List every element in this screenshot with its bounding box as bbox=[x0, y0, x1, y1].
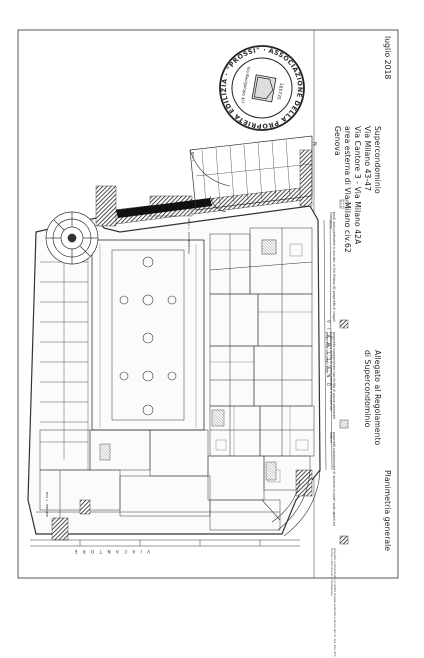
title-line-4: area esterna di Via Milano civ.62 bbox=[343, 126, 352, 253]
legend-swatch-hatch bbox=[339, 319, 349, 329]
plan-date: luglio 2018 bbox=[383, 36, 392, 80]
upper-label: BOX 1 bbox=[191, 152, 195, 162]
drawing-frame bbox=[17, 29, 399, 579]
building-footprint bbox=[27, 205, 321, 535]
curved-entrance bbox=[261, 469, 321, 537]
legend-swatch-dots bbox=[339, 199, 349, 209]
area-label: AREA 1 - AUTORIMESSA bbox=[187, 218, 191, 254]
plan-name: Planimetria generale bbox=[383, 470, 392, 552]
legend-swatch-black bbox=[339, 535, 349, 545]
title-line-5: Genova bbox=[333, 126, 342, 156]
street-via-cantore: V I A C A N T O R E bbox=[72, 549, 150, 554]
corner-label: BOX 1 - IMPIANTI bbox=[45, 492, 49, 518]
title-line-2: Via Milano 43-47 bbox=[363, 126, 372, 192]
title-line-1: Supercondominio bbox=[373, 126, 382, 194]
legend-swatch-fine bbox=[339, 419, 349, 429]
site-plan-drawing: ASSOCIAZIONE DELLA PROPRIETÀ EDILIZIA · … bbox=[17, 29, 399, 579]
street-frontage bbox=[30, 539, 300, 547]
spiral-ramp bbox=[45, 211, 99, 265]
north-label: N bbox=[311, 142, 317, 146]
legend-item-4: proprietà condominiale con diritto di pa… bbox=[330, 548, 336, 658]
upper-parking-area bbox=[189, 135, 313, 213]
association-stamp: ASSOCIAZIONE DELLA PROPRIETÀ EDILIZIA · … bbox=[213, 39, 310, 136]
parking-bays-left bbox=[40, 240, 89, 470]
stamp-id-text: 165735 bbox=[275, 82, 284, 100]
legend-item-1: posti auto pertinenti a uso abc di Via M… bbox=[328, 212, 336, 322]
column-row bbox=[119, 256, 177, 416]
via-milano-frontage bbox=[323, 219, 333, 471]
stair-symbols bbox=[99, 239, 277, 481]
street-via-milano: V I A M I L A N O bbox=[326, 320, 331, 389]
document-page: ASSOCIAZIONE DELLA PROPRIETÀ EDILIZIA · … bbox=[17, 29, 399, 658]
attachment-line-1: Allegato al Regolamento bbox=[373, 350, 382, 446]
legend-item-3: proprietà condominiale di accesso ai pos… bbox=[328, 432, 336, 526]
title-line-3: Via Cantore 3 - Via Milano 42A bbox=[353, 126, 362, 245]
solid-strip bbox=[116, 198, 212, 218]
stamp-inner-text: Via Bacigalupo 4/7 bbox=[240, 66, 251, 104]
attachment-line-2: di Supercondominio bbox=[363, 350, 372, 428]
legend-swatches bbox=[339, 199, 349, 545]
